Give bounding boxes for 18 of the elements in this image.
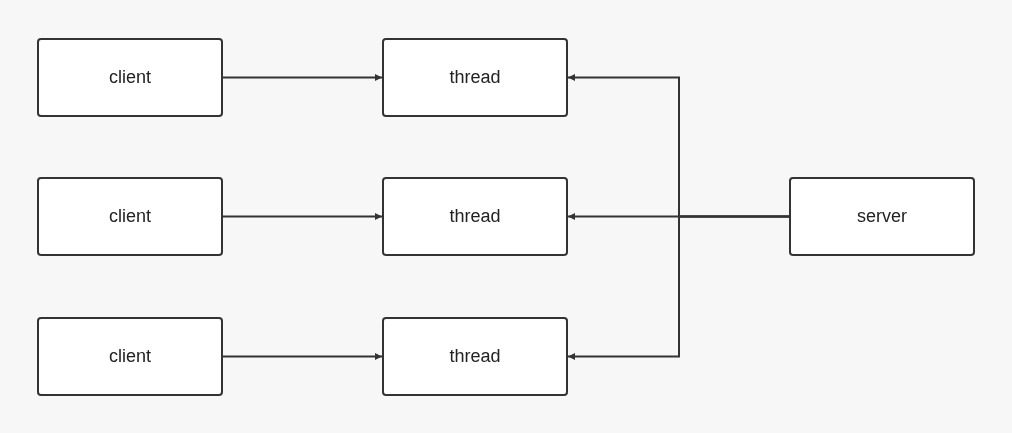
node-label: thread bbox=[449, 205, 501, 228]
process-box bbox=[382, 38, 568, 117]
process-box bbox=[37, 177, 223, 256]
process-box bbox=[382, 317, 568, 396]
node-label: thread bbox=[449, 66, 501, 89]
process-box bbox=[37, 317, 223, 396]
process-box bbox=[789, 177, 975, 256]
node-label: client bbox=[109, 205, 151, 228]
process-box bbox=[382, 177, 568, 256]
arrow bbox=[222, 353, 383, 360]
node-label: client bbox=[109, 66, 151, 89]
process-box bbox=[37, 38, 223, 117]
arrow bbox=[222, 213, 383, 220]
node-label: client bbox=[109, 345, 151, 368]
node-label: server bbox=[857, 205, 907, 228]
arrow bbox=[222, 74, 383, 81]
node-label: thread bbox=[449, 345, 501, 368]
arrow bbox=[567, 215, 790, 360]
